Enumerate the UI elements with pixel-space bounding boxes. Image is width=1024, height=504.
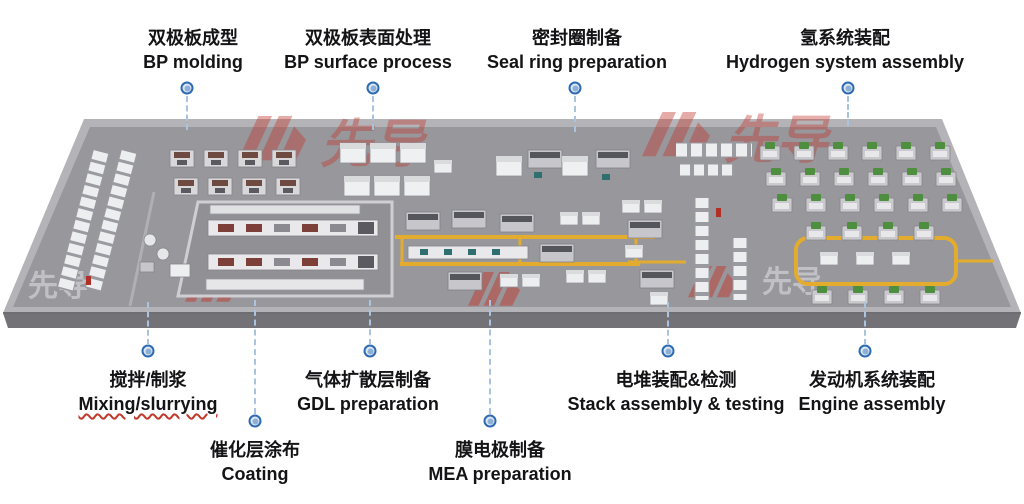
- callout-coating-line: [254, 300, 256, 414]
- callout-engine: 发动机系统装配 Engine assembly: [798, 368, 945, 416]
- zone-stack-assembly: [621, 199, 686, 306]
- callout-coating-zh: 催化层涂布: [210, 440, 300, 460]
- zone-pallets: [676, 142, 752, 300]
- callout-seal-ring: 密封圈制备 Seal ring preparation: [487, 26, 667, 74]
- callout-stack-line: [667, 302, 669, 345]
- callout-engine-en: Engine assembly: [798, 394, 946, 414]
- callout-mixing-zh: 搅拌/制浆: [109, 370, 187, 390]
- callout-bp-surface-zh: 双极板表面处理: [304, 28, 431, 48]
- zone-storage-racks: [56, 149, 138, 293]
- callout-bp-surface-dot: [366, 81, 380, 95]
- callout-hydrogen-zh: 氢系统装配: [799, 28, 890, 48]
- callout-coating-en: Coating: [221, 464, 289, 484]
- callout-mea-zh: 膜电极制备: [454, 440, 545, 460]
- callout-bp-molding-zh: 双极板成型: [147, 28, 238, 48]
- callout-gdl-en: GDL preparation: [297, 394, 439, 414]
- callout-engine-zh: 发动机系统装配: [809, 370, 935, 390]
- zone-coating-room: [176, 200, 394, 298]
- callout-gdl: 气体扩散层制备 GDL preparation: [297, 368, 439, 416]
- callout-mea-dot: [483, 414, 497, 428]
- callout-bp-molding-line: [186, 96, 188, 130]
- callout-mea: 膜电极制备 MEA preparation: [428, 438, 571, 486]
- callout-mixing: 搅拌/制浆 Mixing/slurrying: [78, 368, 217, 416]
- callout-gdl-line: [369, 300, 371, 345]
- callout-engine-line: [864, 302, 866, 345]
- callout-seal-ring-dot: [568, 81, 582, 95]
- callout-seal-ring-en: Seal ring preparation: [486, 52, 668, 72]
- callout-stack-en: Stack assembly & testing: [567, 394, 785, 414]
- callout-mixing-line: [147, 302, 149, 345]
- callout-mea-en: MEA preparation: [428, 464, 572, 484]
- callout-mea-line: [489, 300, 491, 414]
- callout-bp-molding-en: BP molding: [143, 52, 243, 72]
- callout-mixing-dot: [141, 344, 155, 358]
- callout-bp-molding: 双极板成型 BP molding: [143, 26, 243, 74]
- zone-mixing: [139, 233, 191, 278]
- zone-seal-ring: [495, 149, 631, 180]
- callout-engine-dot: [858, 344, 872, 358]
- callout-bp-molding-dot: [180, 81, 194, 95]
- callout-hydrogen-en: Hydrogen system assembly: [725, 52, 965, 72]
- watermark-text: 先导: [724, 112, 832, 170]
- callout-stack-zh: 电堆装配&检测: [615, 370, 737, 390]
- zone-mea-line: [395, 209, 655, 291]
- callout-seal-ring-line: [574, 96, 576, 132]
- callout-coating: 催化层涂布 Coating: [210, 438, 300, 486]
- callout-hydrogen-dot: [841, 81, 855, 95]
- callout-gdl-dot: [363, 344, 377, 358]
- zone-engine-assembly: [794, 221, 994, 305]
- callout-stack-dot: [661, 344, 675, 358]
- callout-gdl-zh: 气体扩散层制备: [304, 370, 431, 390]
- callout-mixing-en: Mixing/slurrying: [78, 394, 218, 414]
- callout-seal-ring-zh: 密封圈制备: [531, 28, 622, 48]
- callout-hydrogen-line: [847, 96, 849, 126]
- callout-coating-dot: [248, 414, 262, 428]
- callout-bp-surface-en: BP surface process: [284, 52, 452, 72]
- callout-bp-surface-line: [372, 96, 374, 130]
- callout-stack: 电堆装配&检测 Stack assembly & testing: [567, 368, 784, 416]
- callout-bp-surface: 双极板表面处理 BP surface process: [284, 26, 452, 74]
- callout-hydrogen: 氢系统装配 Hydrogen system assembly: [726, 26, 964, 74]
